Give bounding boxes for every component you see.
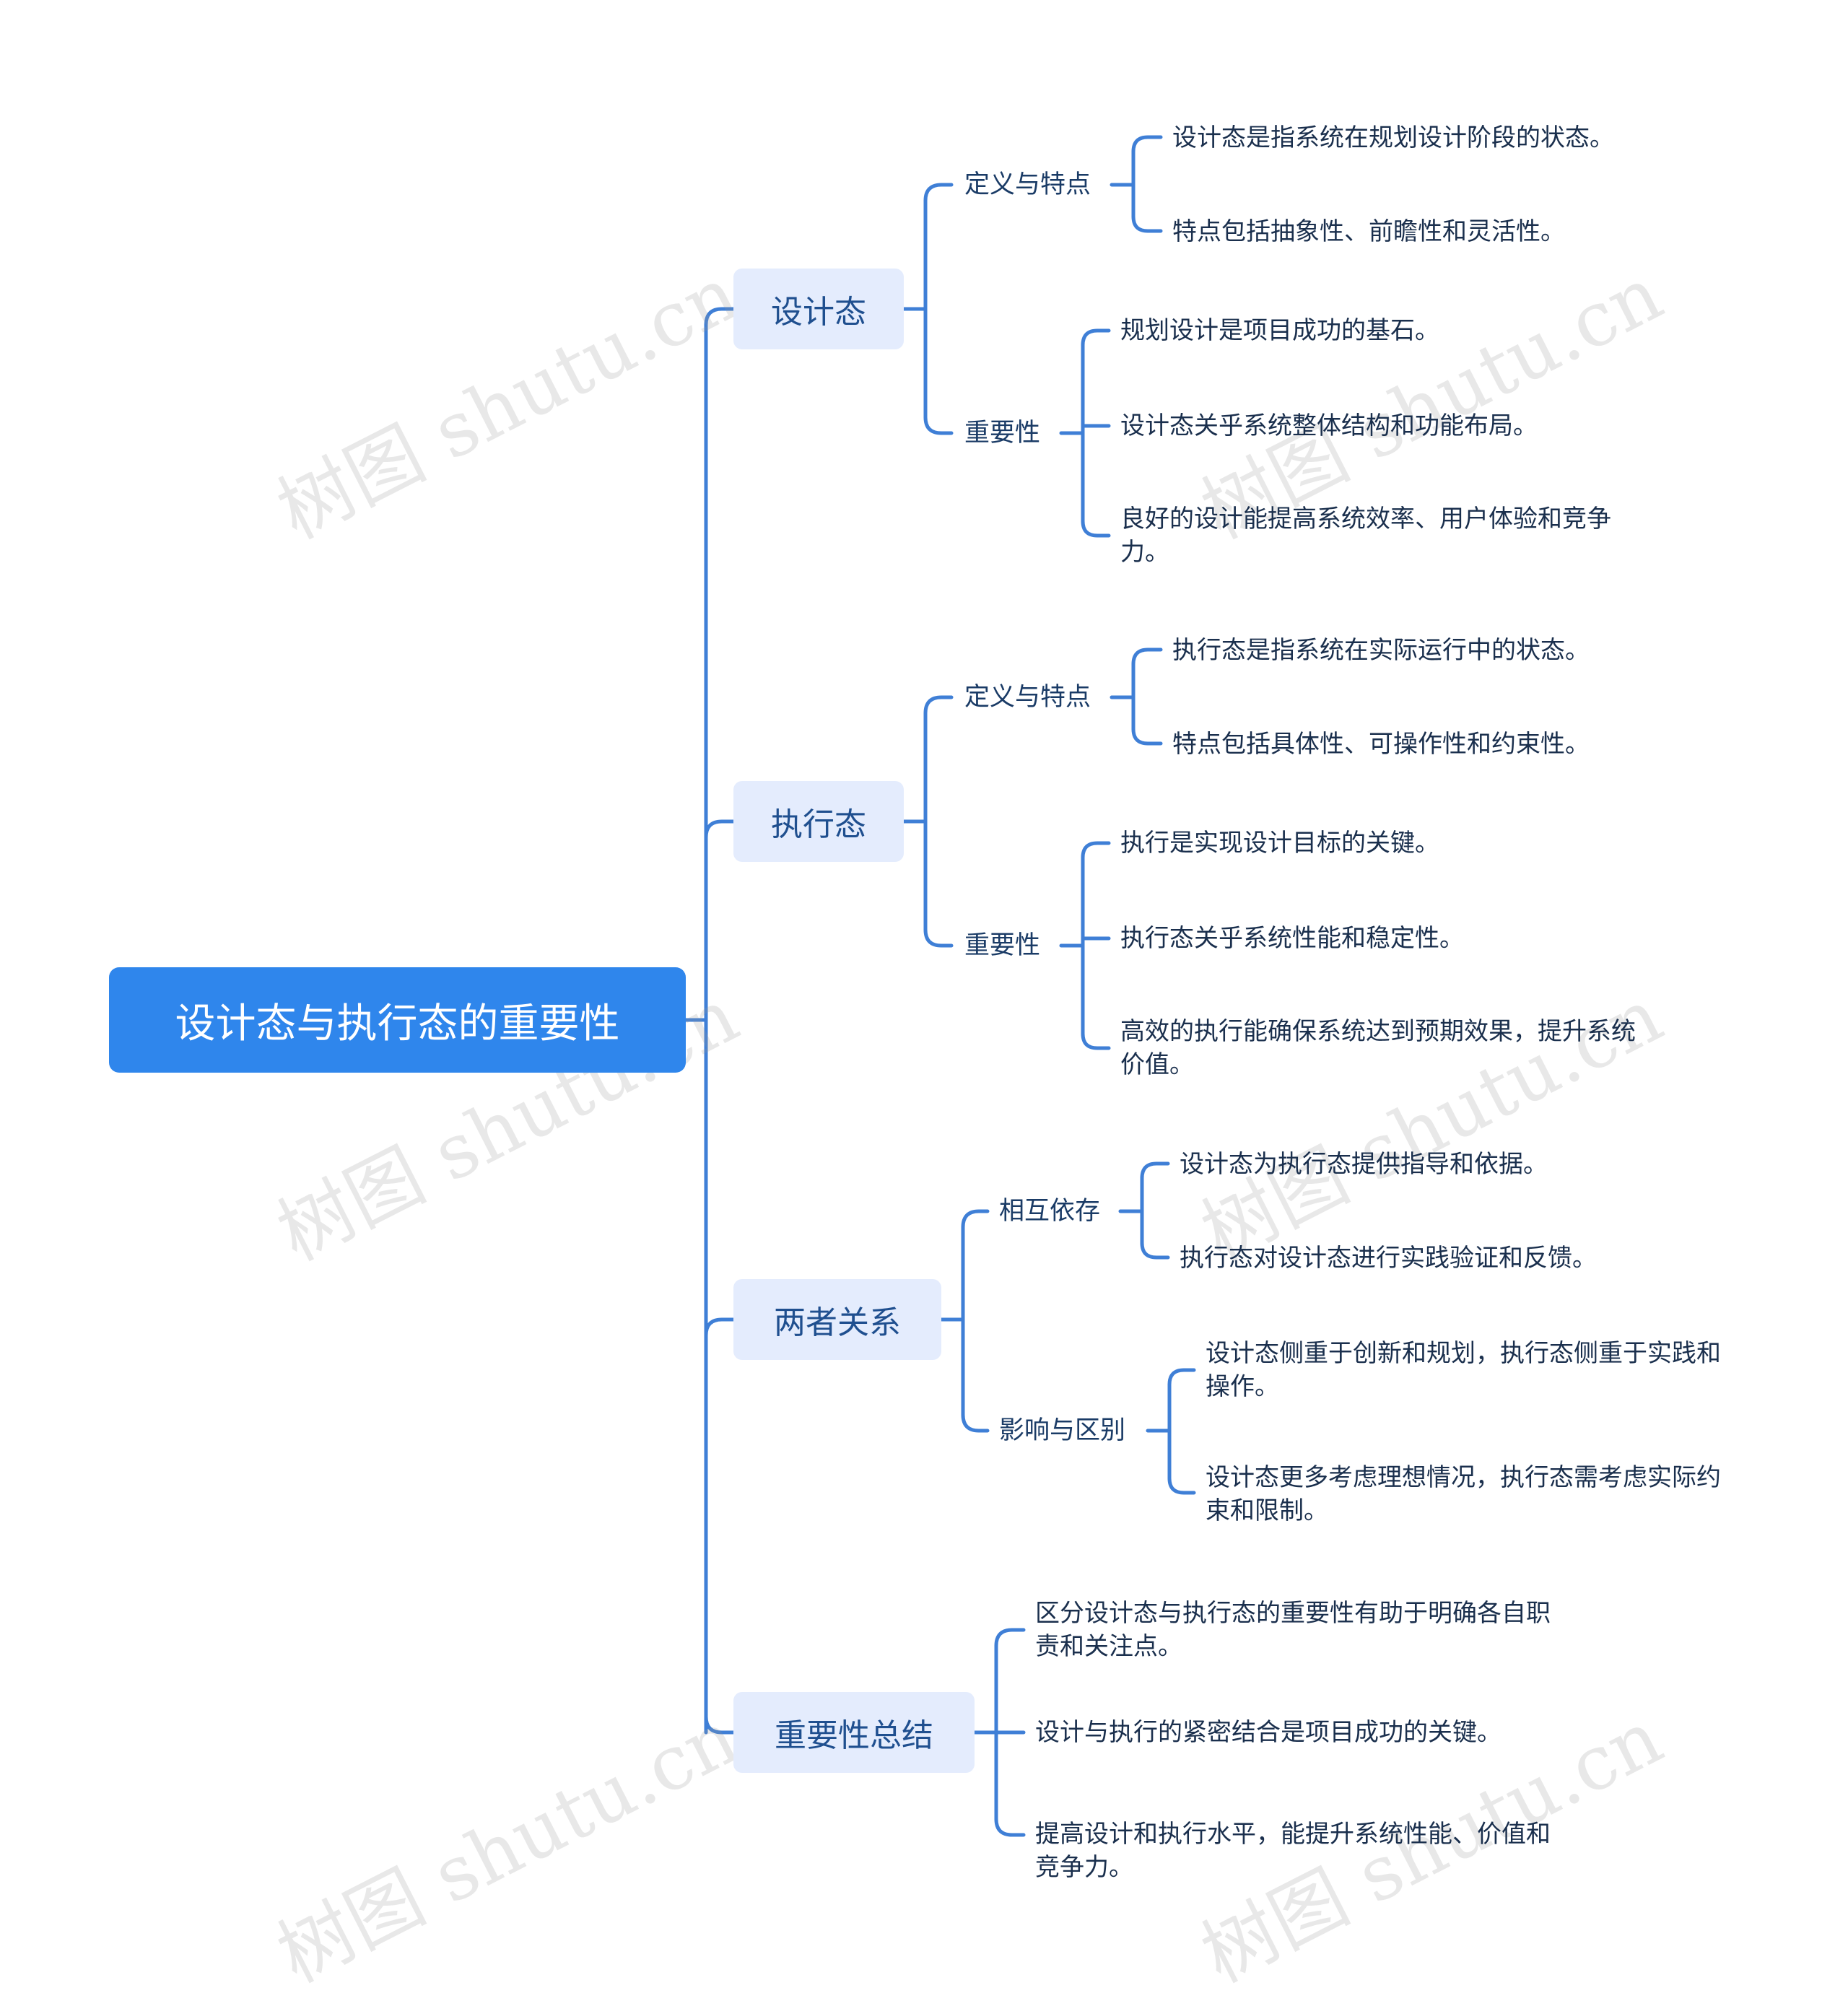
leaf-topic[interactable]: 执行是实现设计目标的关键。 [1120,829,1439,858]
subtopic-interdependence[interactable]: 相互依存 [999,1197,1101,1226]
subtopic-definition[interactable]: 定义与特点 [964,170,1091,199]
leaf-topic[interactable]: 高效的执行能确保系统达到预期效果，提升系统价值。 [1120,1017,1636,1079]
leaf-topic[interactable]: 区分设计态与执行态的重要性有助于明确各自职责和关注点。 [1035,1599,1551,1661]
leaf-topic[interactable]: 设计与执行的紧密结合是项目成功的关键。 [1035,1718,1502,1747]
leaf-topic[interactable]: 执行态是指系统在实际运行中的状态。 [1172,636,1590,665]
leaf-topic[interactable]: 设计态侧重于创新和规划，执行态侧重于实践和操作。 [1206,1339,1721,1401]
subtopic-importance[interactable]: 重要性 [964,931,1041,960]
leaf-topic[interactable]: 执行态对设计态进行实践验证和反馈。 [1180,1244,1597,1273]
branch-design-state[interactable]: 设计态 [733,269,904,349]
branch-execution-state[interactable]: 执行态 [733,781,904,862]
subtopic-definition[interactable]: 定义与特点 [964,683,1091,712]
subtopic-influence[interactable]: 影响与区别 [999,1416,1126,1445]
leaf-topic[interactable]: 良好的设计能提高系统效率、用户体验和竞争力。 [1120,505,1611,567]
leaf-topic[interactable]: 特点包括抽象性、前瞻性和灵活性。 [1172,217,1565,246]
leaf-topic[interactable]: 设计态为执行态提供指导和依据。 [1180,1150,1548,1179]
leaf-topic[interactable]: 设计态是指系统在规划设计阶段的状态。 [1172,123,1614,152]
root-topic[interactable]: 设计态与执行态的重要性 [109,967,686,1073]
subtopic-importance[interactable]: 重要性 [964,419,1041,448]
leaf-topic[interactable]: 执行态关乎系统性能和稳定性。 [1120,924,1464,953]
branch-relationship[interactable]: 两者关系 [733,1279,941,1360]
leaf-topic[interactable]: 提高设计和执行水平，能提升系统性能、价值和竞争力。 [1035,1820,1551,1882]
branch-summary[interactable]: 重要性总结 [733,1692,975,1773]
leaf-topic[interactable]: 特点包括具体性、可操作性和约束性。 [1172,730,1590,759]
leaf-topic[interactable]: 设计态更多考虑理想情况，执行态需考虑实际约束和限制。 [1206,1463,1721,1525]
leaf-topic[interactable]: 规划设计是项目成功的基石。 [1120,316,1439,345]
leaf-topic[interactable]: 设计态关乎系统整体结构和功能布局。 [1120,411,1538,440]
